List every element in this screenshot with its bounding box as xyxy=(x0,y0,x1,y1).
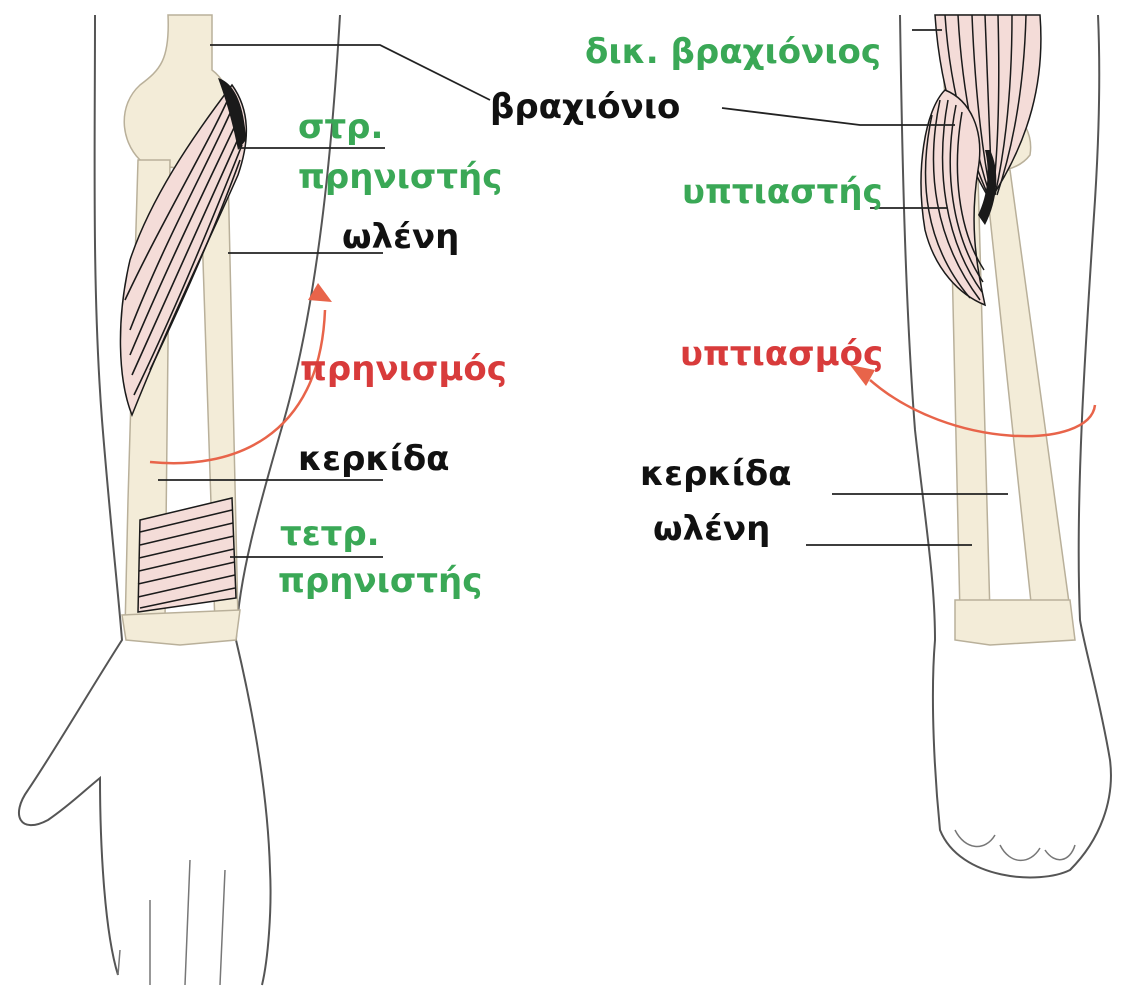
label-humerus: βραχιόνιο xyxy=(490,87,680,127)
left-arm-illustration xyxy=(19,15,340,985)
label-supination: υπτιασμός xyxy=(680,334,883,374)
label-ulna-right: ωλένη xyxy=(653,509,770,549)
label-radius-right: κερκίδα xyxy=(640,454,792,494)
right-wrist-bones xyxy=(955,600,1075,645)
right-arm-illustration xyxy=(850,15,1111,877)
left-wrist-bones xyxy=(122,610,240,645)
label-radius-left: κερκίδα xyxy=(298,439,450,479)
label-pronator-quadratus-line1: τετρ. xyxy=(280,514,380,554)
label-pronation: πρηνισμός xyxy=(300,349,507,389)
label-biceps: δικ. βραχιόνιος xyxy=(585,32,881,72)
right-radius-bone xyxy=(985,170,1070,640)
leader-humerus-right xyxy=(722,108,955,125)
label-ulna-left: ωλένη xyxy=(342,217,459,257)
label-supinator: υπτιαστής xyxy=(682,172,883,212)
leader-humerus-left xyxy=(210,45,490,100)
left-labels: βραχιόνιο στρ. πρηνιστής ωλένη πρηνισμός… xyxy=(278,87,680,601)
label-pronator-quadratus-line2: πρηνιστής xyxy=(278,561,482,601)
left-hand-fingers xyxy=(118,860,225,985)
label-pronator-teres-line2: πρηνιστής xyxy=(298,157,502,197)
right-hand-knuckles xyxy=(955,830,1075,860)
label-pronator-teres-line1: στρ. xyxy=(298,107,383,147)
